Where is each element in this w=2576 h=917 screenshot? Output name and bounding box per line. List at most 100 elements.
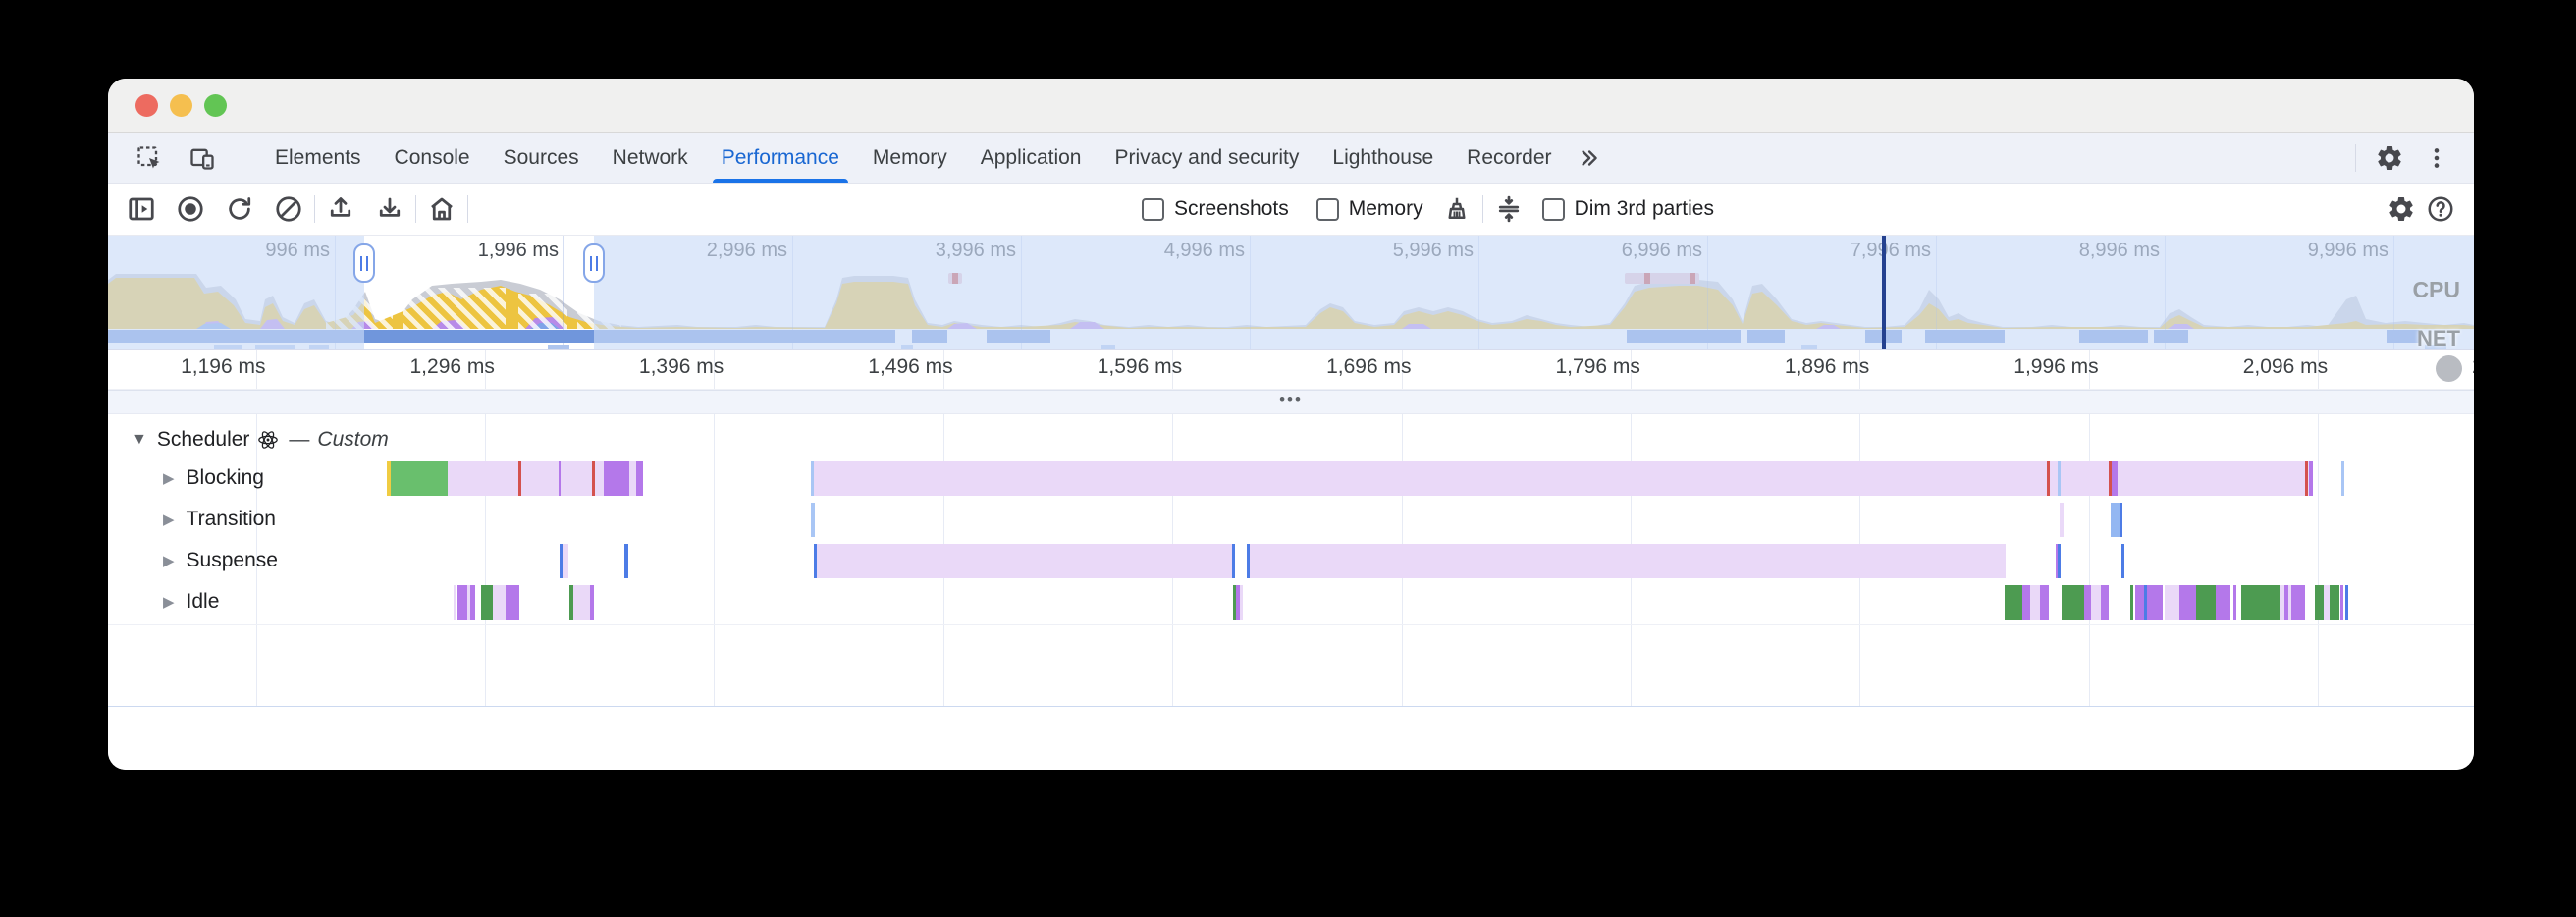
flame-event-bar[interactable] [2084,585,2091,620]
flame-event-bar[interactable] [470,585,475,620]
flame-event-bar[interactable] [2091,585,2101,620]
expanded-triangle-icon[interactable]: ▼ [132,431,147,449]
checkbox-box[interactable] [1316,198,1339,221]
track-label-transition[interactable]: ▶Transition [163,499,276,540]
tab-sources[interactable]: Sources [487,133,596,183]
flame-event-bar[interactable] [2060,503,2064,537]
tab-console[interactable]: Console [378,133,487,183]
flame-event-bar[interactable] [2315,585,2324,620]
flame-event-bar[interactable] [2309,461,2313,496]
flame-event-bar[interactable] [481,585,493,620]
flame-event-bar[interactable] [506,585,519,620]
flame-event-bar[interactable] [1232,544,1235,578]
checkbox-box[interactable] [1142,198,1164,221]
track-row-blocking[interactable]: ▶Blocking [108,458,2474,499]
dim-3rd-parties-checkbox[interactable]: Dim 3rd parties [1542,197,1714,221]
track-row-transition[interactable]: ▶Transition [108,499,2474,540]
more-tabs-icon[interactable] [1569,138,1608,178]
flame-event-bar[interactable] [2330,585,2339,620]
collapsed-triangle-icon[interactable]: ▶ [163,469,175,487]
flame-event-bar[interactable] [817,544,1232,578]
track-row-suspense[interactable]: ▶Suspense [108,540,2474,581]
flame-event-bar[interactable] [814,461,2312,496]
flame-event-bar[interactable] [2058,461,2061,496]
upload-profile-icon[interactable] [321,189,360,229]
home-icon[interactable] [422,189,461,229]
flame-event-bar[interactable] [2340,585,2343,620]
scrollbar-thumb[interactable] [2436,355,2462,382]
capture-settings-gear-icon[interactable] [2382,189,2421,229]
download-profile-icon[interactable] [370,189,409,229]
track-label-idle[interactable]: ▶Idle [163,581,219,622]
flame-event-bar[interactable] [493,585,506,620]
help-icon[interactable] [2421,189,2460,229]
toggle-sidebar-icon[interactable] [122,189,161,229]
track-label-suspense[interactable]: ▶Suspense [163,540,278,581]
screenshots-checkbox[interactable]: Screenshots [1142,197,1289,221]
inspect-element-icon[interactable] [130,138,169,178]
selection-handle-left[interactable] [353,243,375,283]
panel-splitter[interactable]: ••• [108,390,2474,414]
flame-event-bar[interactable] [457,585,467,620]
flame-event-bar[interactable] [2196,585,2216,620]
zoom-window-button[interactable] [204,94,227,117]
flamechart-area[interactable]: ▼ Scheduler — Custom ▶Blocking▶Transitio… [108,414,2474,707]
timeline-overview[interactable]: CPU NET 996 ms1,996 ms2,996 ms3,996 ms4,… [108,236,2474,350]
tab-lighthouse[interactable]: Lighthouse [1315,133,1450,183]
flame-event-bar[interactable] [2341,461,2344,496]
flame-event-bar[interactable] [2040,585,2049,620]
playhead-marker[interactable] [1882,236,1886,349]
memory-checkbox[interactable]: Memory [1316,197,1423,221]
flame-event-bar[interactable] [632,461,635,496]
flame-event-bar[interactable] [2147,585,2163,620]
track-group-scheduler[interactable]: ▼ Scheduler — Custom [108,422,389,458]
flame-event-bar[interactable] [2297,585,2305,620]
flame-event-bar[interactable] [2305,461,2308,496]
flame-event-bar[interactable] [454,585,456,620]
flame-event-bar[interactable] [2062,585,2084,620]
flame-event-bar[interactable] [391,461,448,496]
track-row-idle[interactable]: ▶Idle [108,581,2474,622]
flame-event-bar[interactable] [811,503,815,537]
flame-event-bar[interactable] [573,585,590,620]
flame-event-bar[interactable] [563,544,568,578]
flame-event-bar[interactable] [2030,585,2040,620]
flame-event-bar[interactable] [2058,544,2061,578]
tab-performance[interactable]: Performance [705,133,856,183]
tab-memory[interactable]: Memory [856,133,964,183]
flame-event-bar[interactable] [518,461,521,496]
collect-garbage-icon[interactable] [1437,189,1476,229]
flame-event-bar[interactable] [624,544,628,578]
checkbox-box[interactable] [1542,198,1565,221]
record-icon[interactable] [171,189,210,229]
selection-handle-right[interactable] [583,243,605,283]
flame-event-bar[interactable] [2022,585,2030,620]
track-label-blocking[interactable]: ▶Blocking [163,458,264,499]
flame-event-bar[interactable] [2130,585,2133,620]
reload-record-icon[interactable] [220,189,259,229]
flame-event-bar[interactable] [636,461,643,496]
flame-event-bar[interactable] [559,461,561,496]
flame-event-bar[interactable] [2241,585,2280,620]
tab-privacy-and-security[interactable]: Privacy and security [1098,133,1315,183]
flame-event-bar[interactable] [2121,544,2124,578]
collapsed-triangle-icon[interactable]: ▶ [163,511,175,528]
flame-event-bar[interactable] [2120,503,2122,537]
tab-network[interactable]: Network [596,133,705,183]
kebab-menu-icon[interactable] [2417,138,2456,178]
flame-event-bar[interactable] [2216,585,2230,620]
settings-gear-icon[interactable] [2370,138,2409,178]
flame-event-bar[interactable] [2345,585,2348,620]
flame-event-bar[interactable] [2112,461,2118,496]
flame-event-bar[interactable] [2111,503,2120,537]
flame-event-bar[interactable] [604,461,629,496]
collapse-sections-icon[interactable] [1489,189,1529,229]
flame-event-bar[interactable] [1250,544,2006,578]
splitter-handle-icon[interactable]: ••• [1279,395,1303,405]
tab-recorder[interactable]: Recorder [1450,133,1568,183]
tab-elements[interactable]: Elements [258,133,378,183]
flame-event-bar[interactable] [2005,585,2022,620]
flame-event-bar[interactable] [2165,585,2179,620]
flame-event-bar[interactable] [2101,585,2109,620]
flame-event-bar[interactable] [590,585,594,620]
